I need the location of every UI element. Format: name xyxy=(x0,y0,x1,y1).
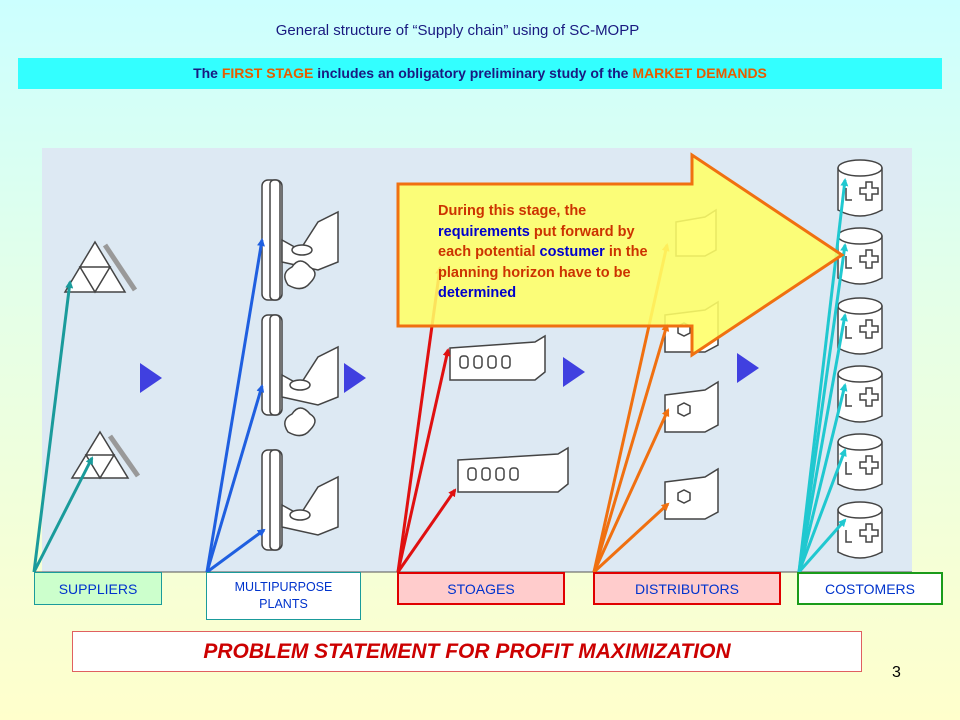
banner-text-2: includes an obligatory preliminary study… xyxy=(313,65,633,81)
flow-arrow-icon xyxy=(737,353,759,383)
customer-arrow xyxy=(797,518,847,573)
suppliers-label: SUPPLIERS xyxy=(58,580,138,597)
distributor-icon xyxy=(664,467,719,520)
customers-box: COSTOMERS xyxy=(797,572,943,605)
distributors-box: DISTRIBUTORS xyxy=(593,572,781,605)
cloud-icon xyxy=(284,407,316,437)
callout-determined: determined xyxy=(438,285,517,301)
callout-text: During this stage, the requirements put f… xyxy=(438,201,718,304)
flow-arrow-icon xyxy=(140,363,162,393)
banner-highlight-market-demands: MARKET DEMANDS xyxy=(632,65,767,81)
problem-statement: PROBLEM STATEMENT FOR PROFIT MAXIMIZATIO… xyxy=(72,631,862,672)
first-stage-banner: The FIRST STAGE includes an obligatory p… xyxy=(18,58,942,89)
customer-icon xyxy=(837,433,883,491)
cloud-icon xyxy=(284,260,316,290)
plant-arrow xyxy=(205,238,265,573)
callout-line-4: planning horizon have to be xyxy=(438,264,631,281)
storage-icon xyxy=(457,446,569,493)
distributor-arrow xyxy=(592,408,670,573)
plants-label-line-1: MULTIPURPOSE xyxy=(234,580,333,594)
callout-costumer: costumer xyxy=(539,244,605,260)
customers-label: COSTOMERS xyxy=(825,580,915,597)
customer-icon xyxy=(837,365,883,423)
distributor-icon xyxy=(664,380,719,433)
distributor-arrow xyxy=(592,502,670,574)
callout-requirements: requirements xyxy=(438,223,530,240)
flow-triangles xyxy=(140,353,759,393)
customer-arrow xyxy=(797,243,849,573)
callout-line-1: During this stage, the xyxy=(438,203,587,219)
supplier-arrow xyxy=(32,456,94,573)
page-title: General structure of “Supply chain” usin… xyxy=(275,22,640,39)
distributors-label: DISTRIBUTORS xyxy=(635,580,739,597)
customer-arrow xyxy=(797,313,848,573)
plants-label-line-2: PLANTS xyxy=(259,597,308,611)
banner-highlight-first-stage: FIRST STAGE xyxy=(221,65,314,81)
flow-arrow-icon xyxy=(563,357,585,387)
customer-icon xyxy=(837,227,883,285)
supplier-icon xyxy=(63,240,138,294)
callout-line-3: each potential xyxy=(438,244,540,260)
customer-icon xyxy=(837,297,883,355)
customer-arrow xyxy=(797,448,847,573)
plant-icon xyxy=(261,179,339,301)
banner-text-1: The xyxy=(193,65,222,81)
suppliers-box: SUPPLIERS xyxy=(34,572,162,605)
plants-label: MULTIPURPOSE PLANTS xyxy=(235,579,333,613)
supplier-arrow xyxy=(32,280,74,573)
customer-arrow xyxy=(797,178,849,573)
flow-arrow-icon xyxy=(344,363,366,393)
supplier-icon xyxy=(70,430,141,480)
callout-line-3b: in the xyxy=(604,244,648,260)
storage-arrow xyxy=(396,488,457,573)
storages-label: STOAGES xyxy=(447,580,515,597)
callout-arrow xyxy=(396,152,845,358)
plant-arrow xyxy=(206,528,266,574)
customer-arrow xyxy=(797,383,848,573)
callout-line-2: put forward by xyxy=(529,223,635,240)
plant-icon xyxy=(261,314,339,416)
customer-icon xyxy=(837,159,883,217)
distributor-arrow xyxy=(592,323,670,573)
storage-arrow xyxy=(396,348,451,573)
plant-arrow xyxy=(205,384,265,573)
customer-icon xyxy=(837,501,883,559)
plant-icon xyxy=(261,449,339,551)
storages-box: STOAGES xyxy=(397,572,565,605)
storage-icon xyxy=(449,334,546,381)
plants-box: MULTIPURPOSE PLANTS xyxy=(206,572,361,620)
page-number: 3 xyxy=(892,664,901,681)
